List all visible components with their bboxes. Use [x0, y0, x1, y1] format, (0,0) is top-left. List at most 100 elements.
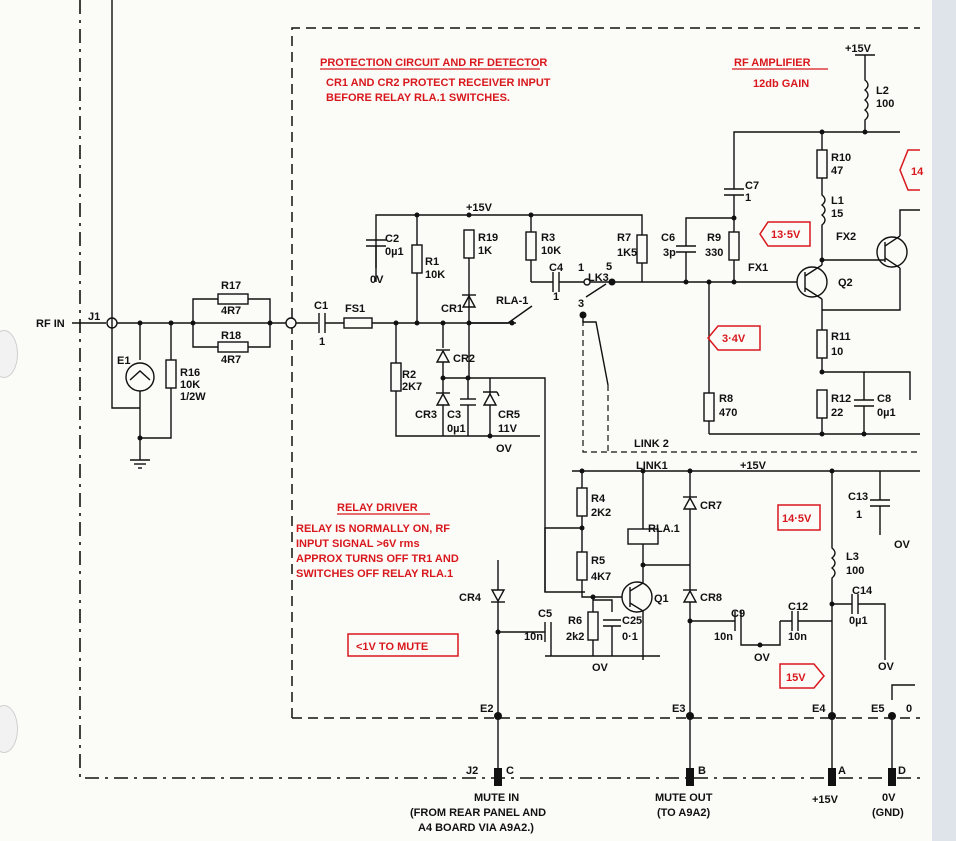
r2-label: R2	[402, 369, 416, 381]
r2-resistor	[390, 362, 402, 392]
pin-a-label: A	[838, 765, 846, 777]
schematic-sheet	[0, 0, 932, 841]
c1-label: C1	[314, 300, 328, 312]
r11-value: 10	[831, 346, 843, 358]
r2-value: 2K7	[402, 381, 422, 393]
fs1-fuse	[343, 317, 373, 329]
voltage-15v: 15V	[786, 672, 806, 684]
pin-c-label: C	[506, 765, 514, 777]
rf-amp-title: RF AMPLIFIER	[734, 57, 811, 69]
r4-value: 2K2	[591, 507, 611, 519]
rla1-coil-label: RLA.1	[648, 523, 680, 535]
r12-resistor	[816, 389, 828, 419]
cr7-label: CR7	[700, 500, 722, 512]
r1-value: 10K	[425, 269, 445, 281]
r4-label: R4	[591, 493, 606, 505]
c25-value: 0·1	[622, 631, 638, 643]
l2-label: L2	[876, 85, 889, 97]
r4-resistor	[576, 487, 588, 517]
c9-value: 10n	[714, 631, 733, 643]
c13-value: 1	[856, 509, 862, 521]
c2-value: 0µ1	[385, 246, 404, 258]
l3-label: L3	[846, 551, 859, 563]
fx1-label: FX1	[748, 262, 768, 274]
r6-label: R6	[568, 615, 582, 627]
c25-label: C25	[622, 615, 642, 627]
voltage-callout	[777, 504, 821, 531]
r19-resistor	[463, 229, 475, 259]
r1-label: R1	[425, 256, 439, 268]
r10-resistor	[816, 149, 828, 179]
voltage-callout	[899, 149, 920, 191]
voltage-callout	[707, 325, 761, 351]
r5-resistor	[576, 551, 588, 581]
e1-arrestor	[125, 362, 155, 392]
mute-in-note: A4 BOARD VIA A9A2.)	[418, 822, 534, 834]
rail-15v-label: +15V	[466, 202, 493, 214]
gnd-note: (GND)	[872, 807, 904, 819]
r9-label: R9	[707, 232, 721, 244]
r7-resistor	[636, 234, 648, 264]
j1-label: J1	[88, 311, 100, 323]
voltage-14v5: 14·5V	[782, 513, 812, 525]
relay-driver-title: RELAY DRIVER	[337, 502, 418, 514]
r3-resistor	[525, 231, 537, 261]
e4-label: E4	[812, 703, 826, 715]
voltage-14: 14	[911, 166, 924, 178]
r18-resistor	[217, 341, 249, 353]
e5-label: E5	[871, 703, 884, 715]
lk3-label: LK3	[588, 272, 609, 284]
relay-note: RELAY IS NORMALLY ON, RF	[296, 523, 450, 535]
c7-value: 1	[745, 192, 751, 204]
rla1-label: RLA-1	[496, 295, 528, 307]
c12-value: 10n	[788, 631, 807, 643]
r12-value: 22	[831, 407, 843, 419]
r16-power: 1/2W	[180, 391, 206, 403]
voltage-callout	[779, 663, 825, 689]
l2-value: 100	[876, 98, 894, 110]
r19-value: 1K	[478, 245, 492, 257]
c8-value: 0µ1	[877, 407, 896, 419]
l1-value: 15	[831, 208, 843, 220]
ov-label: OV	[496, 443, 513, 455]
e3-label: E3	[672, 703, 685, 715]
c6-value: 3p	[663, 247, 676, 259]
cr7-diode	[682, 496, 698, 510]
r17-value: 4R7	[221, 305, 241, 317]
rf-amp-gain: 12db GAIN	[753, 78, 809, 90]
c12-label: C12	[788, 601, 808, 613]
cr2-label: CR2	[453, 353, 475, 365]
r11-resistor	[816, 329, 828, 359]
ov-label: OV	[754, 652, 771, 664]
page-edge	[932, 0, 956, 841]
voltage-callout	[759, 221, 811, 247]
link2-label: LINK 2	[634, 438, 669, 450]
c9-label: C9	[731, 608, 745, 620]
e5-value: 0	[906, 703, 912, 715]
c4-label: C4	[549, 262, 564, 274]
r17-resistor	[217, 293, 249, 305]
r12-label: R12	[831, 393, 851, 405]
fs1-label: FS1	[345, 303, 365, 315]
c14-value: 0µ1	[849, 615, 868, 627]
c3-value: 0µ1	[447, 423, 466, 435]
cr4-label: CR4	[459, 592, 482, 604]
mute-in-note: (FROM REAR PANEL AND	[410, 807, 546, 819]
pin-d-label: D	[898, 765, 906, 777]
c7-label: C7	[745, 180, 759, 192]
cr3-diode	[435, 392, 451, 406]
r8-value: 470	[719, 407, 737, 419]
r16-label: R16	[180, 367, 200, 379]
mute-threshold: <1V TO MUTE	[356, 641, 428, 653]
relay-note: SWITCHES OFF RELAY RLA.1	[296, 568, 453, 580]
l3-value: 100	[846, 565, 864, 577]
l1-label: L1	[831, 195, 844, 207]
gnd-label: 0V	[882, 792, 896, 804]
r10-label: R10	[831, 152, 851, 164]
c13-label: C13	[848, 491, 868, 503]
cr5-value: 11V	[498, 423, 518, 435]
r7-value: 1K5	[617, 247, 637, 259]
c2-label: C2	[385, 233, 399, 245]
cr5-zener	[482, 392, 498, 406]
